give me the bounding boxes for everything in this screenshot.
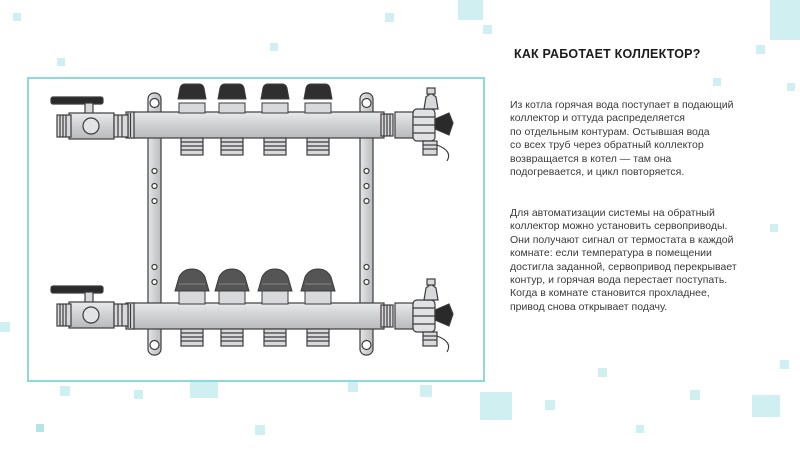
thermostatic-cap-icon [260,83,290,114]
text-line: со всех труб через обратный коллектор [510,139,704,152]
text-line: Для автоматизации системы на обратный [510,207,715,219]
supply-manifold [125,111,394,156]
thermostatic-cap-icon [217,83,247,114]
text-line: Из котла горячая вода поступает в подающ… [510,99,734,111]
decor-square [57,58,65,66]
return-outlet [180,328,204,347]
decor-square [752,395,780,417]
servo-actuator-icon [257,268,293,305]
ball-valve-icon [50,285,129,329]
decor-square [690,390,700,400]
decor-square [770,224,778,232]
text-line: достигла заданной, сервопривод перекрыва… [510,260,737,273]
description-paragraph-1: Из котла горячая вода поступает в подающ… [510,99,795,179]
text-line: контур, и горячая вода перестает поступа… [510,274,728,287]
decor-square [270,43,278,51]
return-outlet [220,328,244,347]
decor-square [420,385,432,397]
decor-square [190,380,218,398]
decor-square [255,425,265,435]
decor-square [60,386,70,396]
decor-square [134,390,143,399]
text-line: Они получают сигнал от термостата в кажд… [510,233,734,246]
servo-actuator-icon [174,268,210,305]
mounting-bracket-left [147,92,162,356]
return-manifold [125,302,394,347]
text-line: привод снова открывает подачу. [510,300,668,313]
decor-square [598,368,607,377]
air-vent-icon [394,87,454,162]
decor-square [545,400,555,410]
text-line: Когда в комнате становится прохладнее, [510,287,710,300]
decor-square [756,45,765,54]
decor-square [780,360,789,369]
thermostatic-cap-icon [303,83,333,114]
manifold-diagram-frame [27,77,485,382]
decor-square [483,25,492,34]
supply-outlet [220,137,244,156]
text-line: подогревается, и цикл повторяется. [510,166,685,179]
supply-outlet [306,137,330,156]
thermostatic-cap-icon [177,83,207,114]
text-line: коллектор и оттуда распределяется [510,112,685,125]
servo-actuator-icon [214,268,250,305]
mounting-bracket-right [359,92,374,356]
text-line: комнате: если температура в помещении [510,247,712,260]
text-line: коллектор можно установить сервоприводы. [510,220,728,233]
supply-outlet [263,137,287,156]
decor-square [13,13,21,21]
servo-actuator-icon [300,268,336,305]
decor-square [348,382,358,392]
supply-outlet [180,137,204,156]
text-line: возвращается в котел — там она [510,152,672,165]
decor-square [787,83,795,91]
text-line: по отдельным контурам. Остывшая вода [510,125,710,138]
manifold-diagram [50,83,454,356]
decor-square [770,0,800,40]
decor-square [480,392,512,420]
description-paragraph-2: Для автоматизации системы на обратный ко… [510,207,795,314]
decor-square [636,425,644,433]
decor-square [385,13,394,22]
decor-square [458,0,483,20]
decor-square [0,322,10,332]
decor-square [713,78,721,86]
drain-valve-icon [394,278,454,353]
ball-valve-icon [50,96,129,140]
decor-square [36,424,44,432]
return-outlet [306,328,330,347]
return-outlet [263,328,287,347]
page-title: КАК РАБОТАЕТ КОЛЛЕКТОР? [514,47,701,61]
